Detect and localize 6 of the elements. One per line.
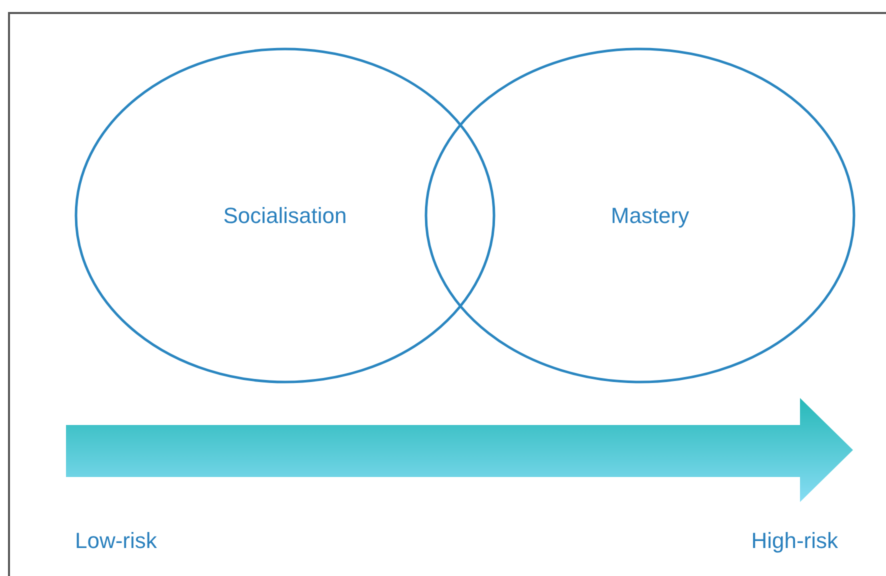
venn-ellipse [425, 48, 855, 383]
circle-label: Socialisation [223, 202, 347, 228]
scale-end-label: High-risk [751, 528, 838, 554]
circle-label: Mastery [610, 202, 690, 228]
venn-ellipse [75, 48, 495, 383]
scale-end-label: Low-risk [75, 528, 157, 554]
